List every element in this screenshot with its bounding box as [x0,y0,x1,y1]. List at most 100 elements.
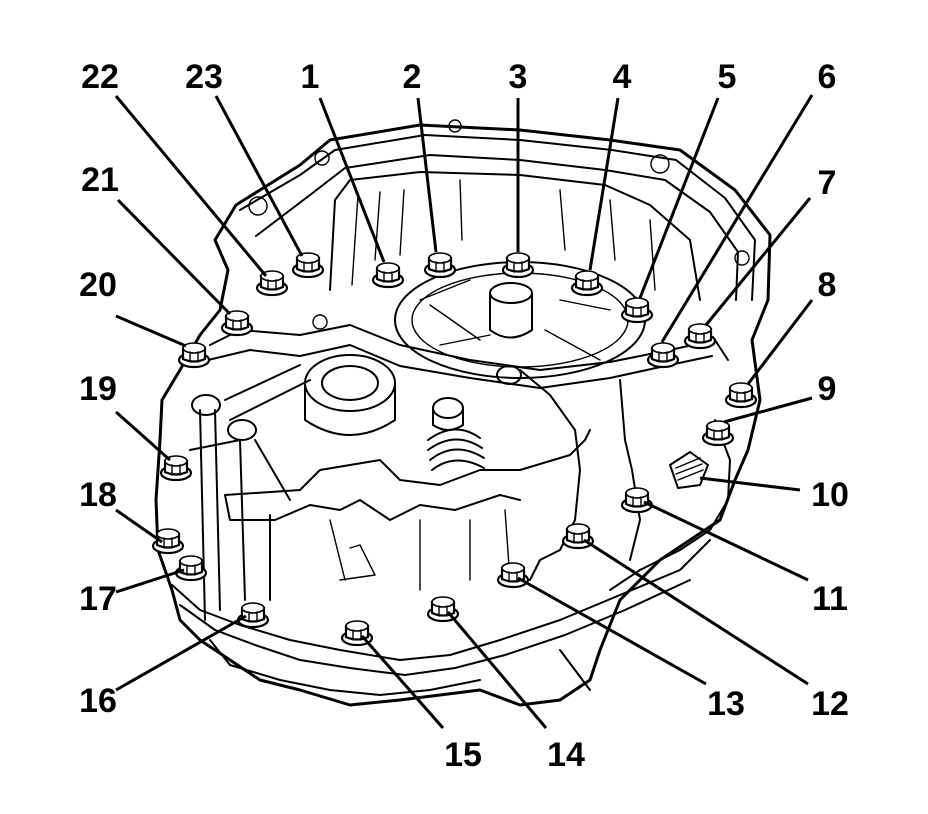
leader-line-19 [115,410,171,462]
bolt-facet-lines [438,605,448,617]
bolt-8 [724,382,758,409]
bolt-6 [683,323,717,350]
input-shaft-body [304,384,396,436]
bolt-top-face [179,555,203,567]
callout-label-1: 1 [301,58,320,96]
callout-labels: 1 2 3 4 5 6 7 8 9 10 11 12 13 14 15 16 1… [79,58,849,774]
inner-cavity [329,171,701,301]
callout-label-6: 6 [818,58,837,96]
right-rear-wall [609,419,731,591]
bolt-14 [426,596,460,623]
leader-line-6 [660,94,814,343]
callout-label-9: 9 [818,370,837,408]
leader-line-14 [446,611,548,729]
bolt-top-face [501,562,525,574]
case-flange-upper [209,324,729,371]
bolt-facet-lines [632,496,642,508]
bolt-facet-lines [163,537,173,549]
bolt-facet-lines [658,351,668,363]
bolt-facet-lines [508,571,518,583]
callout-label-13: 13 [707,685,745,723]
bolt-top-face [260,270,284,282]
bolt-top-face [566,523,590,535]
bolt-7 [646,342,680,369]
callout-label-22: 22 [81,58,119,96]
leader-line-21 [116,198,232,316]
mount-boss-4 [248,196,268,216]
bolt-top-face [706,420,730,432]
callout-label-16: 16 [79,682,117,720]
bolt-top-face [575,270,599,282]
bell-housing-inner-rim [255,154,739,301]
callout-label-11: 11 [812,580,848,618]
lower-case-body [224,429,591,521]
bolt-22 [255,270,289,297]
leader-line-11 [643,500,809,582]
leader-lines [114,94,814,729]
bolt-top-face [225,310,249,322]
callout-label-5: 5 [718,58,737,96]
center-boss-1 [496,365,522,385]
leader-line-13 [517,576,707,686]
leader-line-15 [360,635,445,729]
bolt-18 [151,528,185,555]
bolt-1 [371,262,405,289]
callout-label-18: 18 [79,476,117,514]
bolt-11 [620,487,654,514]
bolt-23 [291,252,325,279]
bolt-facet-lines [513,261,523,273]
callout-label-20: 20 [79,266,117,304]
bolt-facet-lines [383,271,393,283]
bolt-13 [496,562,530,589]
bolt-facet-lines [713,429,723,441]
callout-label-17: 17 [79,580,117,618]
bolt-facet-lines [189,351,199,363]
leader-line-10 [699,476,801,492]
bolt-top-face [241,602,265,614]
mount-boss-2 [448,119,462,133]
left-ear-hole [191,394,221,416]
bolt-facet-lines [267,279,277,291]
bolt-2 [423,252,457,279]
output-shaft [489,294,533,339]
cavity-ribs [351,179,656,291]
bolt-top-face [729,382,753,394]
leader-line-23 [214,95,304,257]
leader-line-8 [746,299,814,385]
leader-line-18 [115,508,163,544]
bolt-top-face [651,342,675,354]
bolt-facet-lines [695,332,705,344]
mount-boss-3 [650,154,670,174]
bolt-12 [561,523,595,550]
bolt-top-face [688,323,712,335]
bolt-facet-lines [303,261,313,273]
mount-boss-6 [312,314,328,330]
bolt-facet-lines [171,464,181,476]
left-ear-hole-2 [227,419,257,441]
oil-pan-bottom [209,639,591,696]
callout-label-23: 23 [185,58,223,96]
bolt-3 [501,252,535,279]
leader-line-16 [115,614,247,692]
bolt-17 [174,555,208,582]
fill-plug-threads [675,457,704,481]
bolt-top-face [625,297,649,309]
bolt-16 [236,602,270,629]
oil-pan-flange-2 [179,579,691,676]
callout-label-2: 2 [403,58,422,96]
bolt-facet-lines [232,319,242,331]
leader-line-22 [114,95,268,277]
callout-label-10: 10 [811,476,849,514]
mount-boss-1 [314,150,330,166]
output-shaft-end [489,282,533,304]
bolt-top-face [506,252,530,264]
leader-line-9 [723,396,813,424]
callout-label-8: 8 [818,266,837,304]
bolt-top-face [345,620,369,632]
bolt-top-face [156,528,180,540]
bolt-top-face [431,596,455,608]
mount-boss-5 [734,250,750,266]
bolt-5 [620,297,654,324]
bolt-facet-lines [736,391,746,403]
leader-line-12 [583,538,809,686]
